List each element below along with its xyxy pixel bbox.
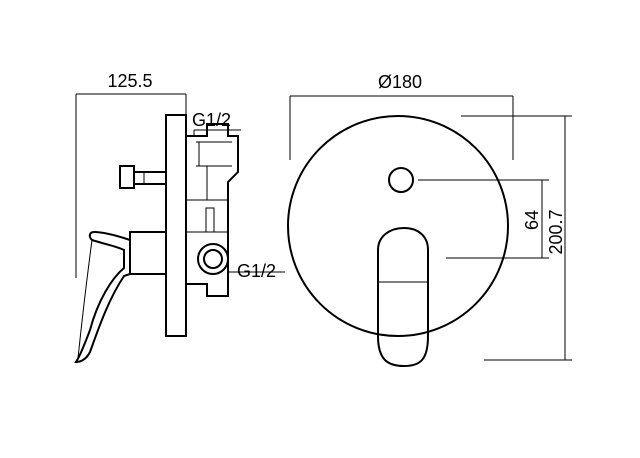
diverter-knob xyxy=(388,167,414,193)
wall-plate xyxy=(165,114,187,337)
valve-body xyxy=(186,123,239,297)
height-label: 200.7 xyxy=(546,209,566,254)
thread-side-label: G1/2 xyxy=(237,261,276,281)
width-dimension-label: 125.5 xyxy=(107,71,152,91)
diameter-dimension: Ø180 xyxy=(289,72,514,160)
offset-dimension: 64 xyxy=(418,179,549,259)
front-view: Ø180 64 200.7 xyxy=(287,72,572,368)
side-view: 125.5 G1/2 G1/2 xyxy=(74,71,285,364)
thread-top-label: G1/2 xyxy=(192,110,231,130)
side-outlet: G1/2 xyxy=(197,243,285,281)
offset-label: 64 xyxy=(522,210,542,230)
diameter-label: Ø180 xyxy=(378,72,422,92)
thread-label-top: G1/2 xyxy=(192,110,241,136)
lever-handle-front xyxy=(377,226,429,368)
width-dimension: 125.5 xyxy=(75,71,187,278)
diverter-spindle xyxy=(119,165,167,189)
lever-handle-side xyxy=(74,230,167,364)
cover-plate xyxy=(287,115,509,337)
height-dimension: 200.7 xyxy=(461,115,572,361)
